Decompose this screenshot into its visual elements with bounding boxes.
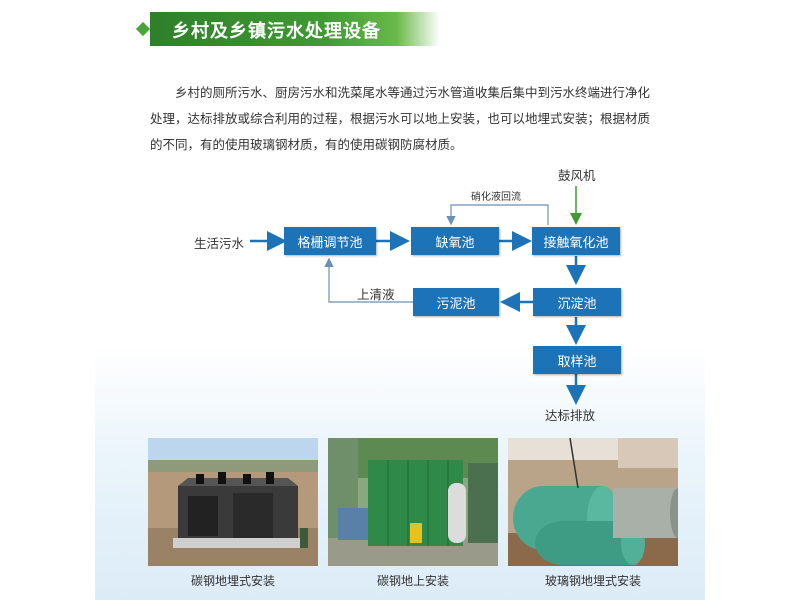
label-supernatant: 上清液: [357, 287, 395, 302]
box-sedimentation-tank: 沉淀池: [533, 288, 621, 316]
caption-photo-3: 玻璃钢地埋式安装: [544, 574, 641, 588]
photo-carbon-steel-buried: [148, 438, 318, 566]
label-output: 达标排放: [545, 408, 596, 423]
intro-paragraph: 乡村的厕所污水、厨房污水和洗菜尾水等通过污水管道收集后集中到污水终端进行净化处理…: [150, 85, 651, 152]
label-input: 生活污水: [194, 236, 245, 251]
box-contact-oxidation-tank: 接触氧化池: [532, 227, 620, 255]
photo-frp-buried: [508, 438, 678, 566]
box-sludge-tank: 污泥池: [413, 288, 499, 316]
section-header: 乡村及乡镇污水处理设备: [135, 12, 440, 46]
page-title: 乡村及乡镇污水处理设备: [172, 21, 381, 42]
box-anoxic-tank: 缺氧池: [411, 227, 499, 255]
label-blower: 鼓风机: [558, 168, 596, 183]
caption-photo-1: 碳钢地埋式安装: [190, 574, 275, 588]
arrow-supernatant: [324, 257, 413, 303]
label-recycle: 硝化液回流: [471, 192, 521, 203]
box-grid-tank: 格栅调节池: [284, 227, 376, 255]
caption-photo-2: 碳钢地上安装: [376, 574, 449, 588]
photo-carbon-steel-above-ground: [328, 438, 498, 566]
arrow-recycle: [446, 204, 549, 226]
box-sampling-tank: 取样池: [533, 346, 621, 374]
